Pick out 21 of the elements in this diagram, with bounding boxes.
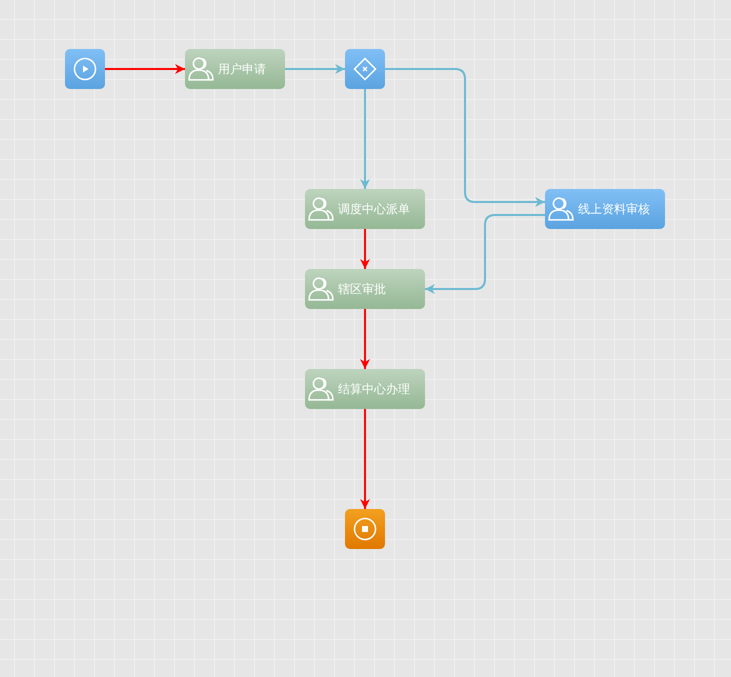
arrow <box>360 89 370 189</box>
task-box <box>305 369 425 409</box>
task-label: 调度中心派单 <box>338 200 410 218</box>
arrow <box>360 309 370 369</box>
task-label: 结算中心办理 <box>338 380 410 398</box>
end-event-box <box>345 509 385 549</box>
task-box <box>545 189 665 229</box>
task-box <box>305 269 425 309</box>
arrow <box>105 64 185 74</box>
arrow <box>285 64 345 74</box>
task-label: 辖区审批 <box>338 280 386 298</box>
task-box <box>305 189 425 229</box>
gateway-box <box>345 49 385 89</box>
arrow <box>425 214 545 294</box>
task-label: 用户申请 <box>218 60 266 78</box>
task-box <box>185 49 285 89</box>
start-event-box <box>65 49 105 89</box>
arrow <box>360 229 370 269</box>
task-label: 线上资料审核 <box>578 200 650 218</box>
arrow <box>385 68 545 207</box>
arrow <box>360 409 370 509</box>
